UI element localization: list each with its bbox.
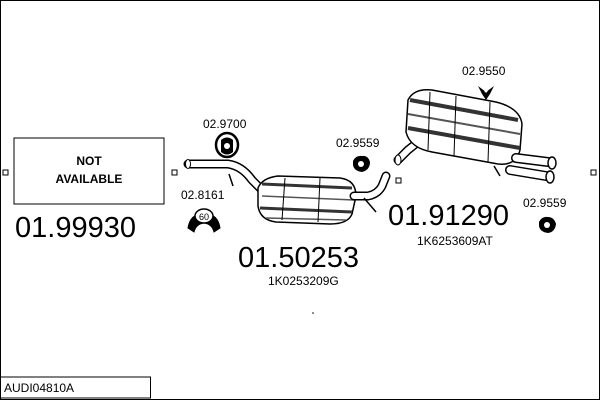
ring-60-icon: 60 — [187, 208, 221, 233]
not-available-box: NOT AVAILABLE — [13, 137, 165, 205]
front-part-number: 01.99930 — [15, 212, 136, 244]
not-available-line1: NOT — [76, 154, 102, 168]
center-muffler-drawing — [183, 159, 391, 225]
rubber-top-number: 02.9550 — [462, 64, 506, 78]
rubber-hanger-right-icon — [539, 216, 556, 233]
ring-number: 02.8161 — [181, 188, 225, 202]
rubber-hanger-icon — [353, 155, 370, 172]
diagram-code-box: AUDI04810A — [0, 376, 151, 399]
clamp-front-number: 02.9700 — [203, 117, 247, 131]
ring-size-label: 60 — [199, 212, 209, 222]
clamp-icon — [214, 131, 240, 159]
not-available-line2: AVAILABLE — [56, 172, 123, 186]
rubber-center-number: 02.9559 — [336, 136, 380, 150]
center-marker-right — [395, 177, 402, 184]
rear-muffler-drawing — [393, 88, 557, 184]
rear-oem-code: 1K6253609AT — [417, 234, 494, 248]
center-marker-left — [171, 169, 178, 176]
rubber-right-number: 02.9559 — [523, 196, 567, 210]
right-edge-marker — [590, 169, 597, 176]
rubber-hanger-top-icon — [478, 86, 494, 100]
diagram-code: AUDI04810A — [4, 381, 74, 395]
stray-dot — [312, 312, 314, 314]
center-part-number: 01.50253 — [238, 242, 359, 274]
rear-part-number: 01.91290 — [388, 200, 509, 232]
left-edge-marker — [2, 169, 9, 176]
center-oem-code: 1K0253209G — [268, 274, 339, 288]
